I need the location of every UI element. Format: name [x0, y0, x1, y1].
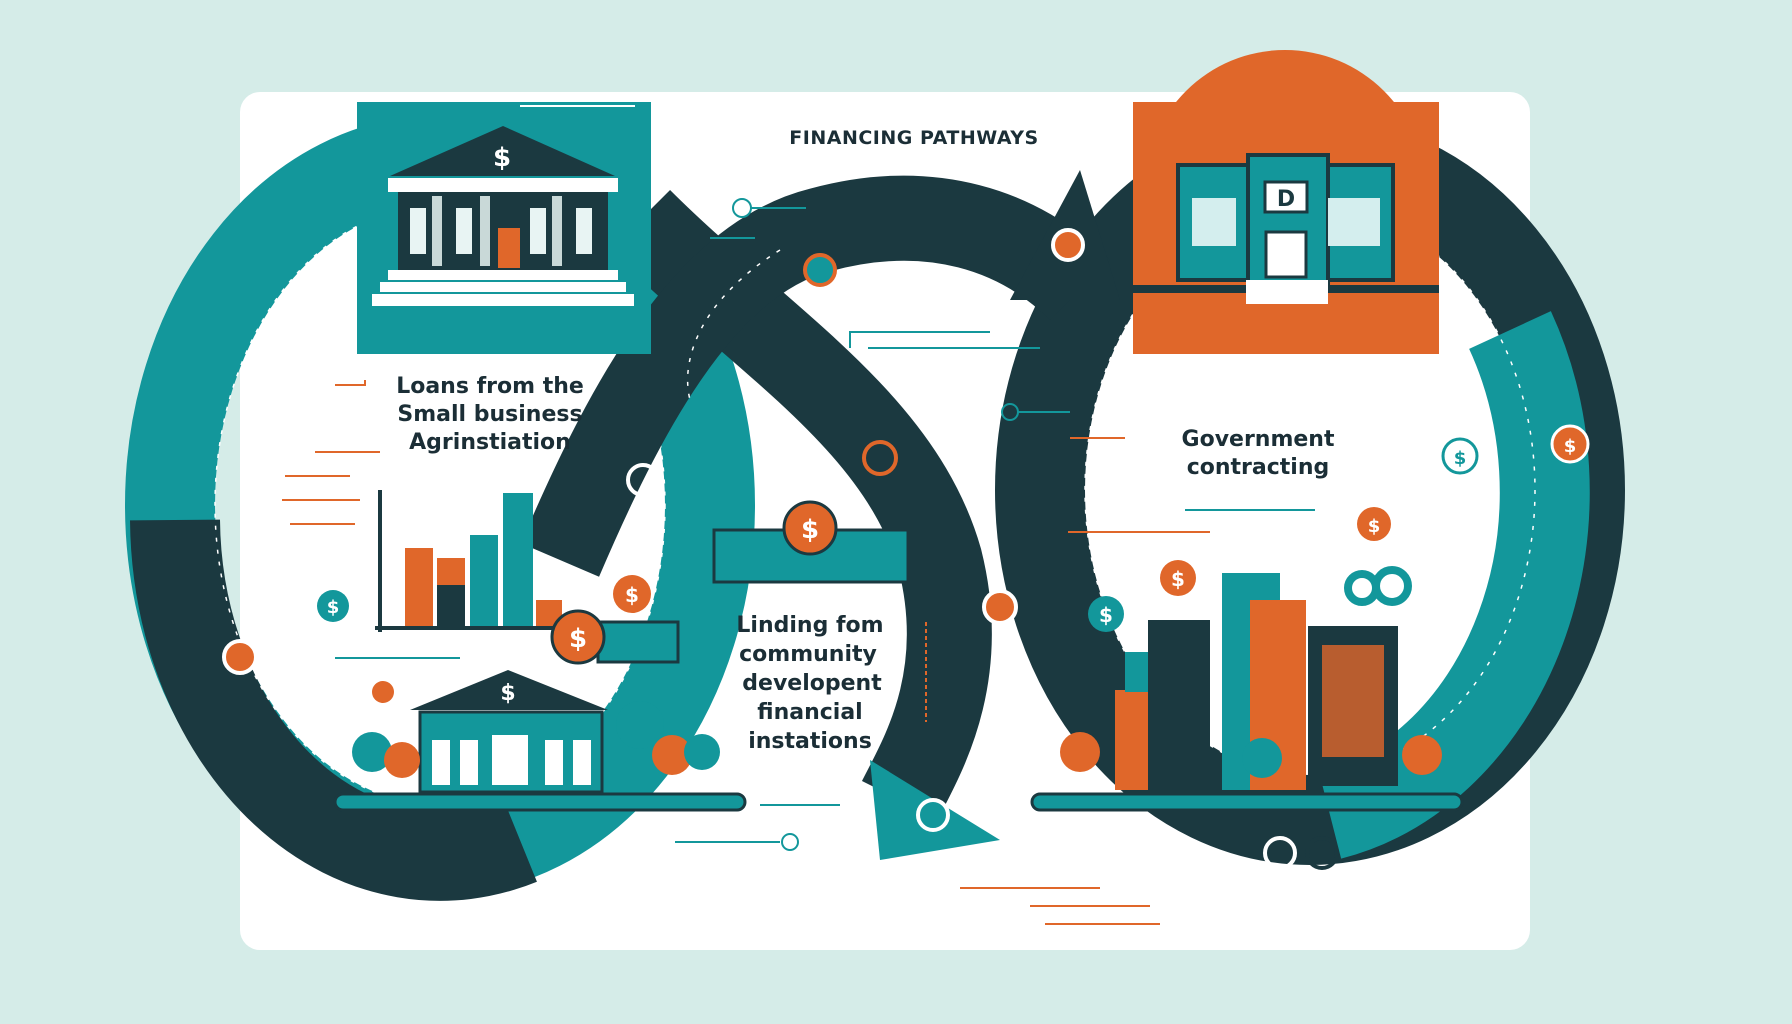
dollar-coin-icons: $ $ $ $ $ $ $ $ $: [317, 424, 1590, 703]
pathway-label-government: Government contracting: [1182, 427, 1335, 480]
svg-text:community: community: [739, 642, 877, 667]
svg-text:$: $: [801, 515, 819, 545]
government-building-card: D: [1133, 50, 1439, 354]
gear-icons: [1344, 566, 1412, 606]
bank-dollar-icon: $: [493, 143, 511, 173]
svg-text:Loans from the: Loans from the: [396, 374, 584, 399]
tree-icons: [352, 701, 720, 778]
svg-text:Linding fom: Linding fom: [736, 613, 883, 638]
svg-text:$: $: [1564, 436, 1577, 457]
dollar-coin-icon: $: [550, 609, 606, 665]
dollar-coin-icon: $: [1088, 596, 1124, 632]
dollar-coin-icon: [372, 681, 394, 703]
bar-chart-illustration: [375, 490, 562, 632]
svg-text:Small business: Small business: [397, 402, 582, 427]
svg-text:contracting: contracting: [1187, 455, 1330, 480]
svg-text:Agrinstiation: Agrinstiation: [409, 430, 571, 455]
svg-text:developent: developent: [742, 671, 882, 696]
svg-text:Government: Government: [1182, 427, 1335, 452]
dollar-coin-icon: $: [1357, 507, 1391, 541]
svg-text:$: $: [569, 624, 587, 654]
svg-text:$: $: [625, 583, 639, 607]
dollar-coin-icon: $: [1550, 424, 1590, 464]
arrow-head-bottom: [870, 760, 1000, 860]
community-bank-illustration: $: [333, 670, 747, 812]
dollar-coin-icon: $: [782, 500, 838, 556]
dollar-coin-icon: $: [317, 590, 349, 622]
dollar-coin-icon: $: [1441, 437, 1479, 475]
bank-dollar-icon-bottom: $: [500, 681, 515, 706]
svg-text:instations: instations: [748, 729, 872, 754]
svg-text:financial: financial: [757, 700, 862, 725]
dollar-coin-icon: $: [1160, 560, 1196, 596]
svg-text:$: $: [1171, 567, 1185, 591]
svg-text:$: $: [327, 597, 340, 618]
path-nodes: [222, 228, 1339, 917]
decorative-connector-lines: [282, 105, 1315, 925]
building-sign-d: D: [1277, 187, 1295, 212]
pathway-label-cdfi: Linding fom community developent financi…: [736, 613, 883, 754]
diagram-title: FINANCING PATHWAYS: [789, 127, 1038, 149]
city-illustration: [1030, 566, 1464, 812]
svg-text:$: $: [1454, 448, 1467, 469]
svg-text:$: $: [1099, 603, 1113, 627]
svg-text:$: $: [1368, 516, 1381, 537]
dollar-coin-icon: $: [613, 575, 651, 613]
pathway-label-sba: Loans from the Small business Agrinstiat…: [396, 374, 584, 455]
sba-bank-card: $: [357, 102, 651, 354]
